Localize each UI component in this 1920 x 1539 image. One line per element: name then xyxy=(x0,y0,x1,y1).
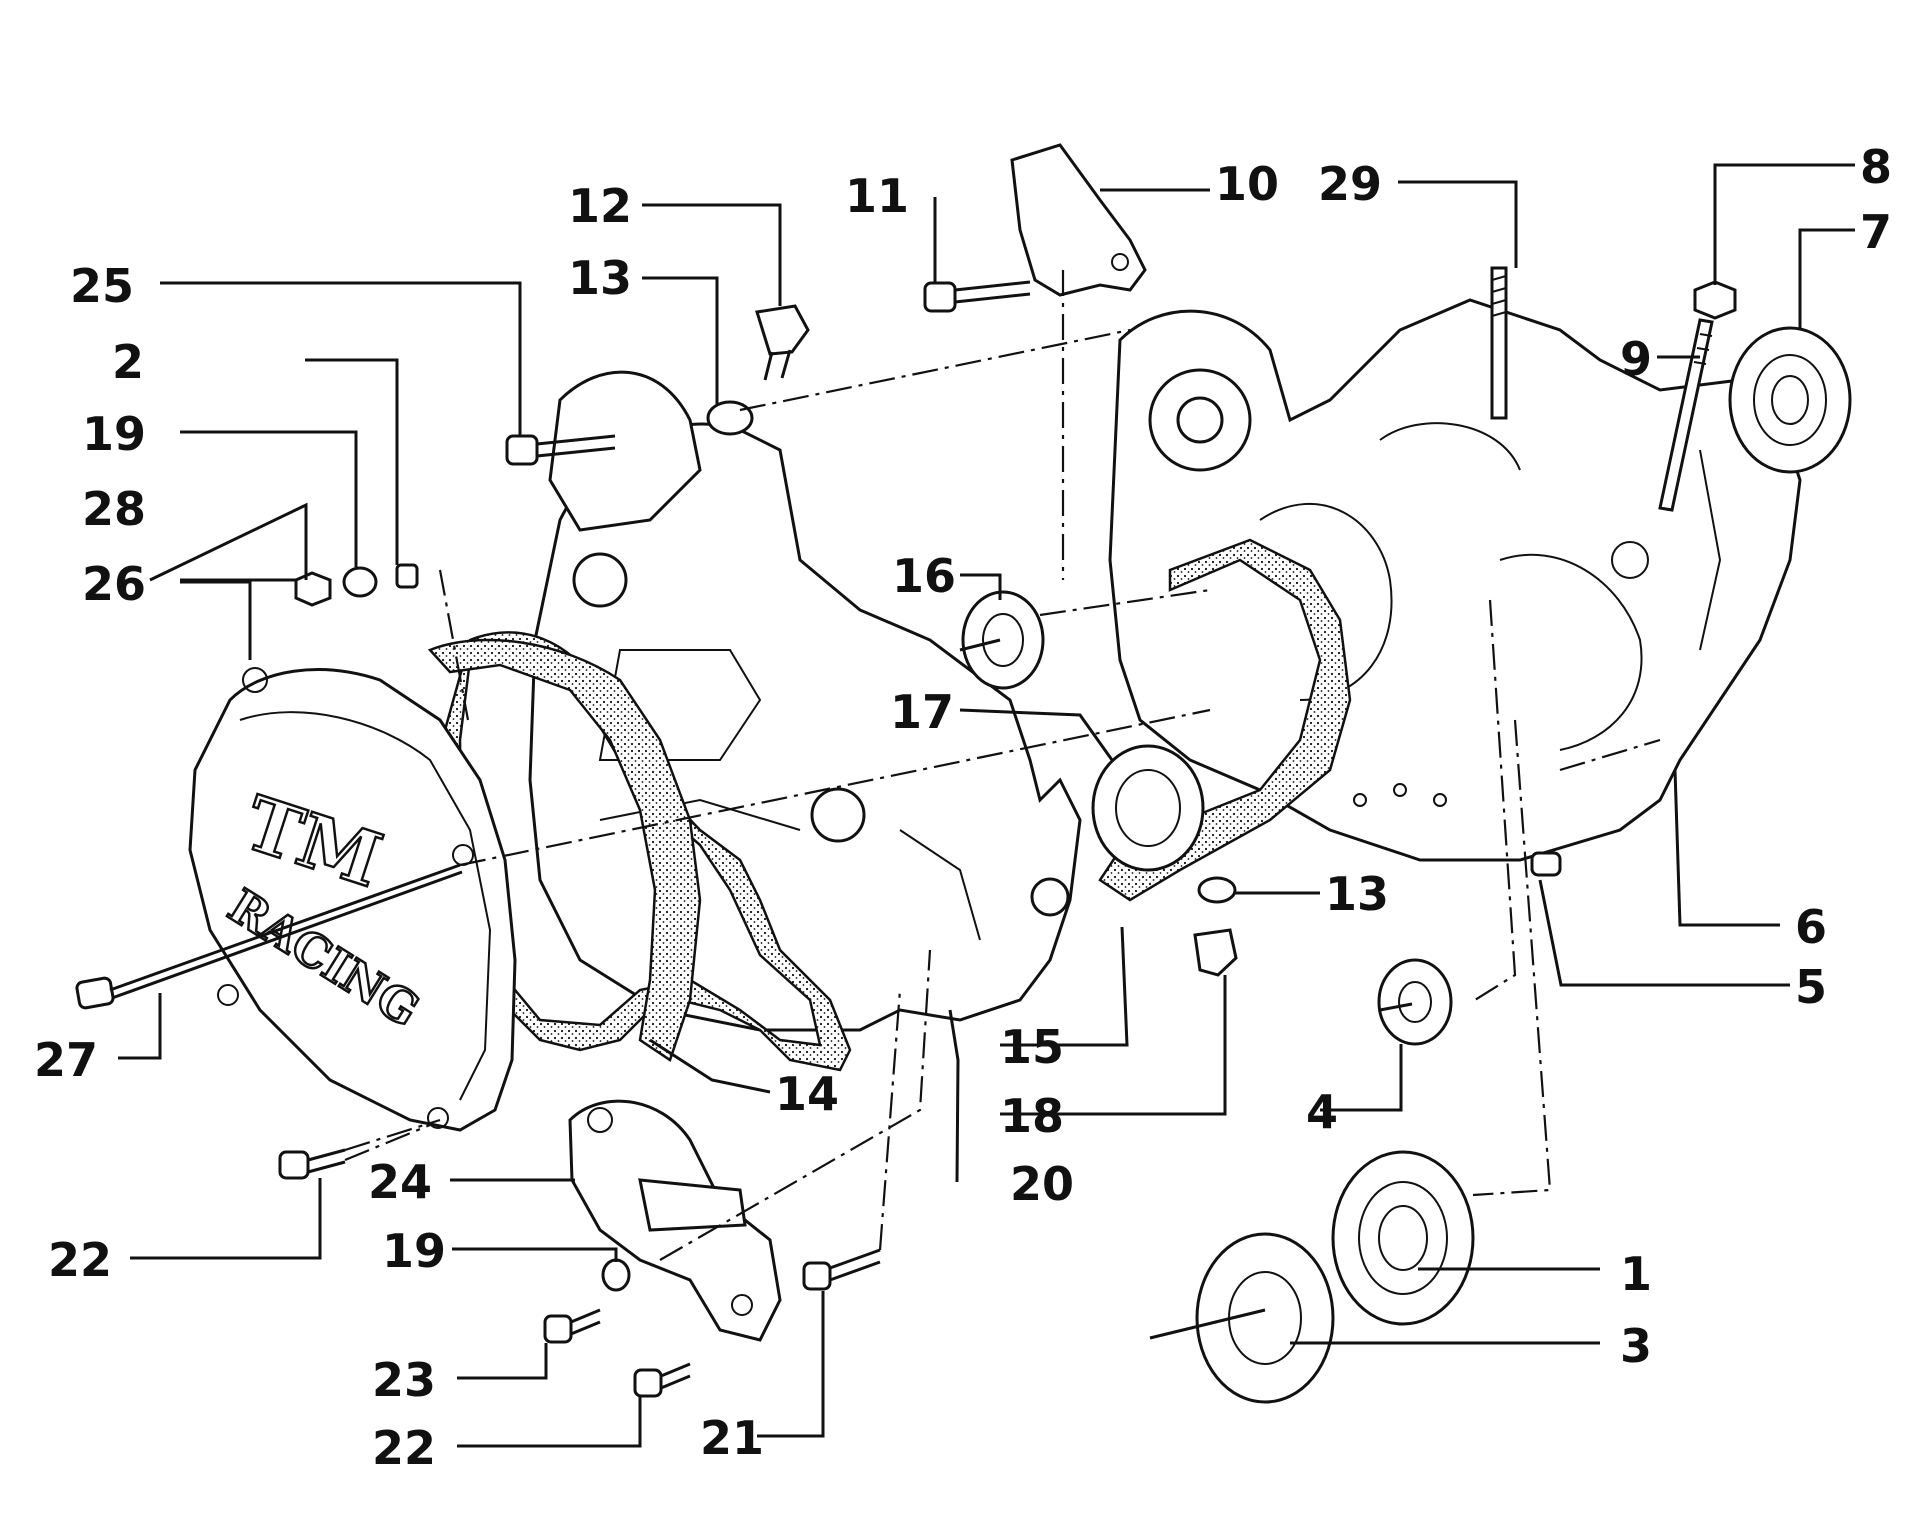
nut-top-right xyxy=(1693,280,1737,320)
callout-19a: 19 xyxy=(82,407,146,461)
bolt-25 xyxy=(505,434,616,466)
callout-3: 3 xyxy=(1620,1319,1652,1373)
oil-seal-lower xyxy=(1377,958,1453,1046)
callout-7: 7 xyxy=(1860,205,1892,259)
right-crankcase-half xyxy=(1108,298,1802,862)
stud-long xyxy=(1658,318,1714,512)
assembly-centerlines xyxy=(344,270,1661,1261)
cover-gasket xyxy=(427,638,702,1062)
leader-lines xyxy=(118,163,1855,1448)
stud-2 xyxy=(395,563,419,589)
washer-13-upper xyxy=(706,400,754,436)
bolt-22-upper xyxy=(278,1148,346,1180)
callout-5: 5 xyxy=(1795,960,1827,1014)
thermostat-housing-10 xyxy=(1010,143,1147,297)
callout-1: 1 xyxy=(1620,1247,1652,1301)
callout-27: 27 xyxy=(34,1033,98,1087)
main-bearing-right xyxy=(1728,326,1852,474)
bolt-27 xyxy=(75,863,463,1010)
callout-9: 9 xyxy=(1620,332,1652,386)
callout-12: 12 xyxy=(568,179,632,233)
callout-19b: 19 xyxy=(382,1224,446,1278)
callout-labels: 1 2 3 4 5 6 7 8 9 10 11 12 13 13 14 15 1… xyxy=(34,140,1892,1475)
callout-22a: 22 xyxy=(48,1233,112,1287)
drain-plug-12 xyxy=(755,304,810,381)
ignition-cover: TM RACING xyxy=(188,667,517,1132)
callout-29: 29 xyxy=(1318,157,1382,211)
callout-26: 26 xyxy=(82,557,146,611)
washer-13-lower xyxy=(1197,876,1237,904)
bolt-21 xyxy=(802,1248,881,1291)
oil-seal-upper xyxy=(959,590,1045,690)
callout-18: 18 xyxy=(1000,1089,1064,1143)
callout-23: 23 xyxy=(372,1353,436,1407)
cylinder-stud xyxy=(1490,266,1508,420)
callout-13b: 13 xyxy=(1325,867,1389,921)
crankshaft-seal xyxy=(1149,1232,1335,1404)
drain-plug-18 xyxy=(1193,928,1238,977)
callout-28: 28 xyxy=(82,482,146,536)
nut-28 xyxy=(294,571,332,607)
callout-10: 10 xyxy=(1215,157,1279,211)
bolt-23 xyxy=(543,1308,601,1344)
callout-20: 20 xyxy=(1010,1157,1074,1211)
callout-17: 17 xyxy=(890,685,954,739)
callout-14: 14 xyxy=(775,1067,839,1121)
callout-22b: 22 xyxy=(372,1421,436,1475)
bolt-22-lower xyxy=(633,1362,691,1398)
callout-13a: 13 xyxy=(568,251,632,305)
bolt-11 xyxy=(923,280,1031,313)
callout-6: 6 xyxy=(1795,900,1827,954)
callout-2: 2 xyxy=(112,335,144,389)
callout-21: 21 xyxy=(700,1411,764,1465)
callout-16: 16 xyxy=(892,549,956,603)
callout-24: 24 xyxy=(368,1155,432,1209)
callout-11: 11 xyxy=(845,169,909,223)
needle-bearing-cage xyxy=(1091,744,1205,872)
callout-15: 15 xyxy=(1000,1020,1064,1074)
main-bearing-left xyxy=(1331,1150,1475,1326)
callout-4: 4 xyxy=(1306,1085,1338,1139)
water-pump-cover xyxy=(568,1099,782,1342)
callout-25: 25 xyxy=(70,259,134,313)
dowel-pin xyxy=(1530,851,1562,877)
washer-19-lower xyxy=(601,1258,631,1292)
callout-8: 8 xyxy=(1860,140,1892,194)
washer-19-upper xyxy=(342,566,378,598)
